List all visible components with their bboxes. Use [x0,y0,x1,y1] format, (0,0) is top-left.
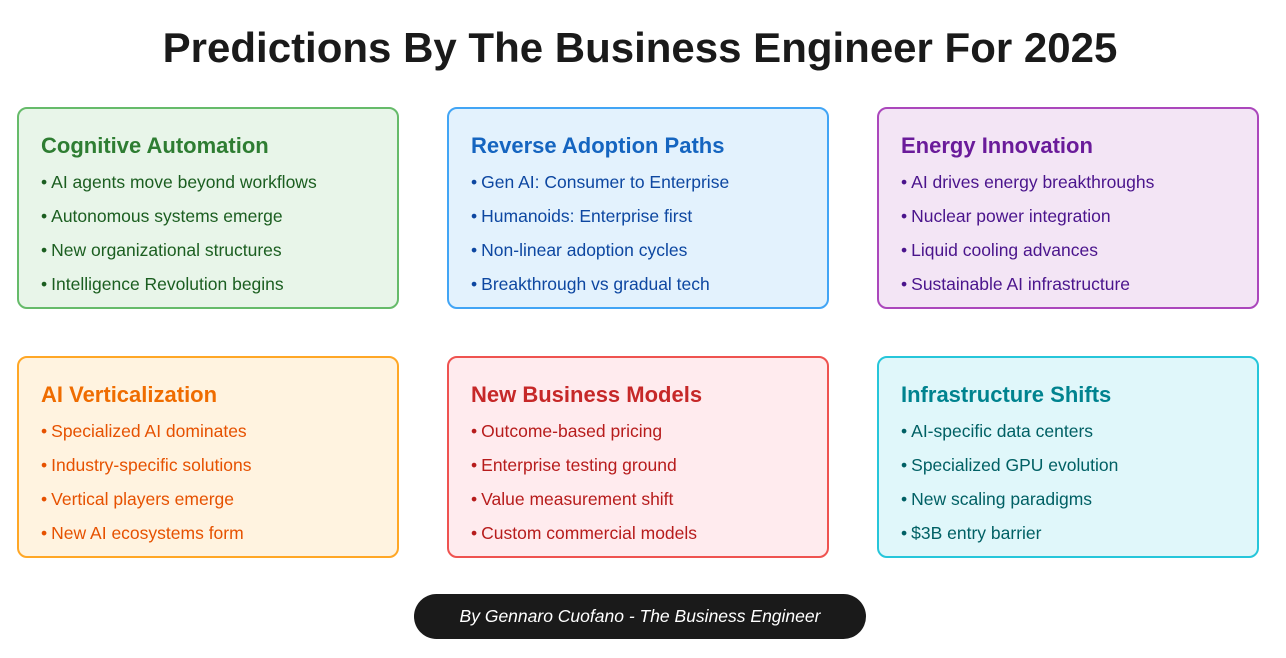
list-item-text: Humanoids: Enterprise first [481,206,693,226]
bullet-icon: • [41,240,48,260]
list-item: •New organizational structures [41,233,375,267]
list-item: •Specialized AI dominates [41,414,375,448]
list-item: •Vertical players emerge [41,482,375,516]
card-list: •AI agents move beyond workflows •Autono… [41,165,375,301]
list-item-text: AI agents move beyond workflows [51,172,317,192]
list-item-text: New organizational structures [51,240,282,260]
list-item: •Enterprise testing ground [471,448,805,482]
bullet-icon: • [471,240,478,260]
card-title: Cognitive Automation [41,133,269,158]
card-reverse-adoption-paths: Reverse Adoption Paths •Gen AI: Consumer… [447,107,829,309]
bullet-icon: • [471,421,478,441]
list-item-text: Vertical players emerge [51,489,235,509]
bullet-icon: • [41,455,48,475]
bullet-icon: • [471,274,478,294]
list-item: •New AI ecosystems form [41,516,375,550]
bullet-icon: • [901,240,908,260]
bullet-icon: • [41,523,48,543]
list-item-text: Custom commercial models [481,523,698,543]
list-item-text: AI-specific data centers [911,421,1094,441]
list-item-text: Value measurement shift [481,489,674,509]
card-list: •AI-specific data centers •Specialized G… [901,414,1235,550]
card-title: Infrastructure Shifts [901,382,1112,407]
bullet-icon: • [471,489,478,509]
list-item: •Breakthrough vs gradual tech [471,267,805,301]
bullet-icon: • [901,206,908,226]
list-item: •Humanoids: Enterprise first [471,199,805,233]
list-item: •$3B entry barrier [901,516,1235,550]
list-item-text: Non-linear adoption cycles [481,240,688,260]
list-item-text: Outcome-based pricing [481,421,663,441]
page-title: Predictions By The Business Engineer For… [162,24,1118,71]
list-item-text: New AI ecosystems form [51,523,244,543]
card-title: AI Verticalization [41,382,218,407]
list-item-text: Breakthrough vs gradual tech [481,274,710,294]
list-item-text: Gen AI: Consumer to Enterprise [481,172,730,192]
list-item-text: Sustainable AI infrastructure [911,274,1131,294]
card-list: •AI drives energy breakthroughs •Nuclear… [901,165,1235,301]
list-item-text: Industry-specific solutions [51,455,252,475]
list-item: •New scaling paradigms [901,482,1235,516]
bullet-icon: • [901,523,908,543]
list-item: •Nuclear power integration [901,199,1235,233]
bullet-icon: • [471,206,478,226]
bullet-icon: • [41,274,48,294]
list-item: •Outcome-based pricing [471,414,805,448]
bullet-icon: • [41,489,48,509]
list-item: •Intelligence Revolution begins [41,267,375,301]
list-item: •Sustainable AI infrastructure [901,267,1235,301]
card-list: •Specialized AI dominates •Industry-spec… [41,414,375,550]
list-item: •Gen AI: Consumer to Enterprise [471,165,805,199]
list-item-text: Specialized AI dominates [51,421,247,441]
list-item: •Non-linear adoption cycles [471,233,805,267]
list-item-text: Nuclear power integration [911,206,1111,226]
bullet-icon: • [901,421,908,441]
bullet-icon: • [41,421,48,441]
card-title: Reverse Adoption Paths [471,133,725,158]
list-item-text: Intelligence Revolution begins [51,274,284,294]
list-item: •AI agents move beyond workflows [41,165,375,199]
card-title: Energy Innovation [901,133,1093,158]
bullet-icon: • [471,455,478,475]
card-energy-innovation: Energy Innovation •AI drives energy brea… [877,107,1259,309]
list-item: •Specialized GPU evolution [901,448,1235,482]
card-infrastructure-shifts: Infrastructure Shifts •AI-specific data … [877,356,1259,558]
list-item: •Liquid cooling advances [901,233,1235,267]
card-new-business-models: New Business Models •Outcome-based prici… [447,356,829,558]
bullet-icon: • [901,489,908,509]
bullet-icon: • [41,206,48,226]
bullet-icon: • [901,455,908,475]
bullet-icon: • [471,172,478,192]
author-credit-badge: By Gennaro Cuofano - The Business Engine… [414,594,866,639]
card-title: New Business Models [471,382,703,407]
card-list: •Outcome-based pricing •Enterprise testi… [471,414,805,550]
list-item: •Industry-specific solutions [41,448,375,482]
list-item-text: New scaling paradigms [911,489,1093,509]
list-item: •Custom commercial models [471,516,805,550]
card-ai-verticalization: AI Verticalization •Specialized AI domin… [17,356,399,558]
bullet-icon: • [901,274,908,294]
card-list: •Gen AI: Consumer to Enterprise •Humanoi… [471,165,805,301]
list-item: •Autonomous systems emerge [41,199,375,233]
bullet-icon: • [471,523,478,543]
list-item-text: AI drives energy breakthroughs [911,172,1155,192]
bullet-icon: • [41,172,48,192]
list-item: •AI-specific data centers [901,414,1235,448]
list-item-text: Autonomous systems emerge [51,206,283,226]
list-item-text: Specialized GPU evolution [911,455,1119,475]
card-cognitive-automation: Cognitive Automation •AI agents move bey… [17,107,399,309]
list-item-text: Liquid cooling advances [911,240,1098,260]
list-item: •Value measurement shift [471,482,805,516]
list-item: •AI drives energy breakthroughs [901,165,1235,199]
bullet-icon: • [901,172,908,192]
list-item-text: Enterprise testing ground [481,455,677,475]
list-item-text: $3B entry barrier [911,523,1042,543]
